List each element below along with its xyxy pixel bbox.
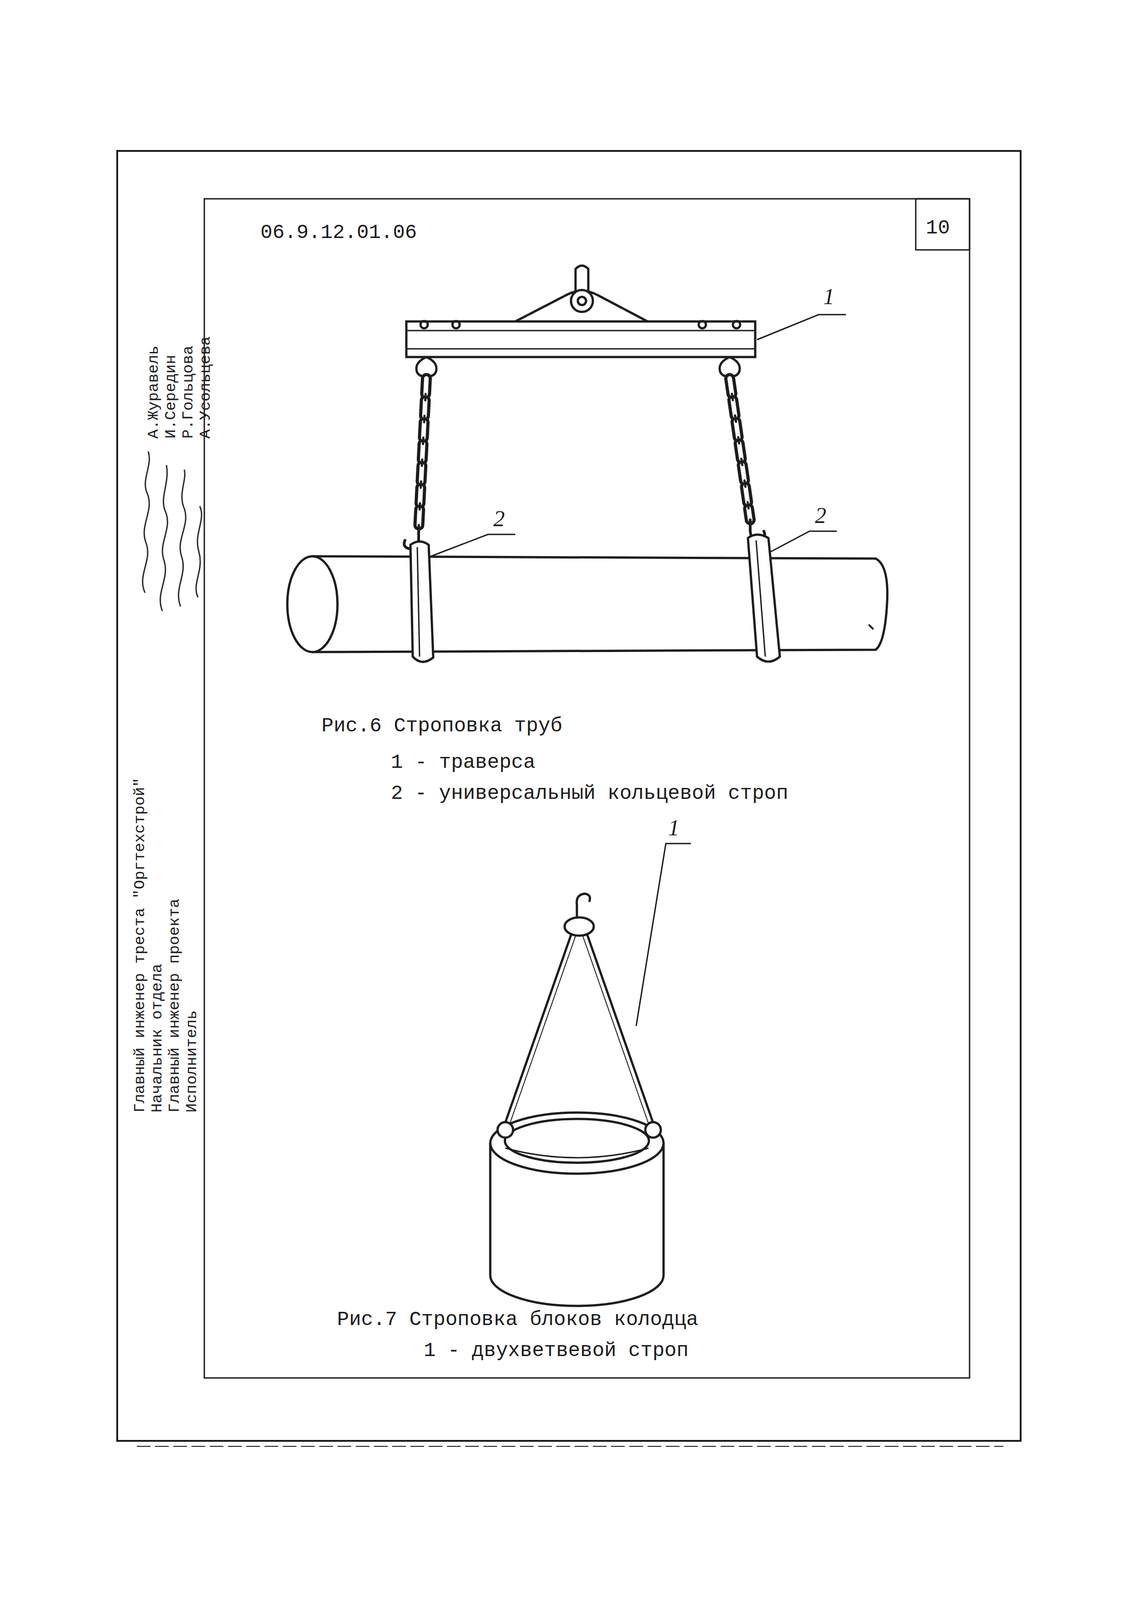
traverse-beam — [452, 321, 460, 329]
pipe — [312, 556, 888, 653]
leader-line — [636, 843, 691, 1027]
stamp-role: Исполнитель — [184, 1010, 200, 1113]
traverse-beam — [577, 296, 587, 306]
well-ring — [504, 1119, 649, 1163]
ring-sling — [417, 547, 420, 657]
stamp-role: Главный инженер треста "Оргтехстрой" — [132, 777, 148, 1113]
signatures — [142, 451, 202, 612]
callout-number: 1 — [823, 285, 835, 308]
page-number: 10 — [925, 217, 950, 239]
stamp-role: Начальник отдела — [149, 964, 166, 1113]
pipe — [868, 624, 874, 630]
signatures — [196, 506, 202, 598]
chain — [418, 378, 427, 530]
signatures — [142, 451, 150, 593]
signatures — [178, 469, 186, 607]
well-ring — [490, 1112, 664, 1307]
legend-item: 2 - универсальный кольцевой строп — [390, 783, 789, 804]
traverse-beam — [406, 321, 756, 358]
sheet-frame — [117, 150, 1021, 1442]
two-leg-sling — [505, 933, 572, 1123]
leader-line — [770, 531, 837, 552]
stamp-name: А.Усольцева — [197, 336, 214, 439]
leader-line — [757, 314, 846, 340]
figure-caption: Рис.6 Строповка труб — [321, 715, 563, 737]
two-leg-sling — [582, 934, 649, 1124]
traverse-beam — [732, 321, 741, 329]
pipe — [287, 556, 338, 653]
chain — [418, 378, 427, 530]
sheet-frame — [117, 150, 1021, 1447]
two-leg-sling — [576, 893, 591, 918]
sheet-frame — [915, 198, 970, 250]
traverse-beam — [406, 330, 756, 332]
ring-sling — [410, 541, 434, 663]
two-leg-sling — [645, 1122, 661, 1138]
traverse-beam — [570, 290, 593, 312]
well-ring — [490, 1112, 664, 1174]
callout-number: 1 — [668, 816, 680, 840]
two-leg-sling — [509, 934, 576, 1124]
ring-sling — [747, 534, 780, 663]
chain — [729, 378, 751, 520]
well-ring — [505, 1148, 649, 1158]
traverse-beam — [420, 321, 428, 329]
document-code: 06.9.12.01.06 — [260, 222, 417, 243]
two-leg-sling — [564, 917, 594, 936]
traverse-beam — [698, 321, 706, 329]
chain — [729, 378, 751, 520]
ring-sling — [410, 534, 780, 663]
traverse-beam — [406, 348, 756, 350]
sheet-frame — [204, 198, 970, 1379]
two-leg-sling — [586, 933, 654, 1123]
callout-number: 2 — [814, 503, 827, 527]
stamp-name: И.Середин — [163, 354, 179, 439]
figure-caption: Рис.7 Строповка блоков колодца — [337, 1309, 699, 1330]
leader-line — [430, 534, 516, 557]
legend-item: 1 - траверса — [390, 752, 536, 773]
stamp-role: Главный инженер проекта — [166, 898, 183, 1113]
traverse-beam — [575, 265, 589, 293]
callout-number: 2 — [493, 507, 505, 530]
chain — [418, 378, 427, 530]
chain — [404, 378, 765, 550]
ring-sling — [756, 540, 766, 657]
stamp-name: Р.Гольцова — [180, 345, 197, 439]
pipe — [287, 556, 888, 653]
sheet-frame — [136, 1446, 1004, 1448]
leader-line — [430, 314, 846, 1027]
two-leg-sling — [497, 1122, 514, 1138]
two-leg-sling — [497, 893, 661, 1138]
chain — [729, 378, 751, 520]
signatures — [160, 465, 168, 612]
legend-item: 1 - двухветвевой строп — [423, 1340, 689, 1361]
traverse-beam — [406, 265, 756, 378]
stamp-name: А.Журавель — [145, 345, 162, 439]
